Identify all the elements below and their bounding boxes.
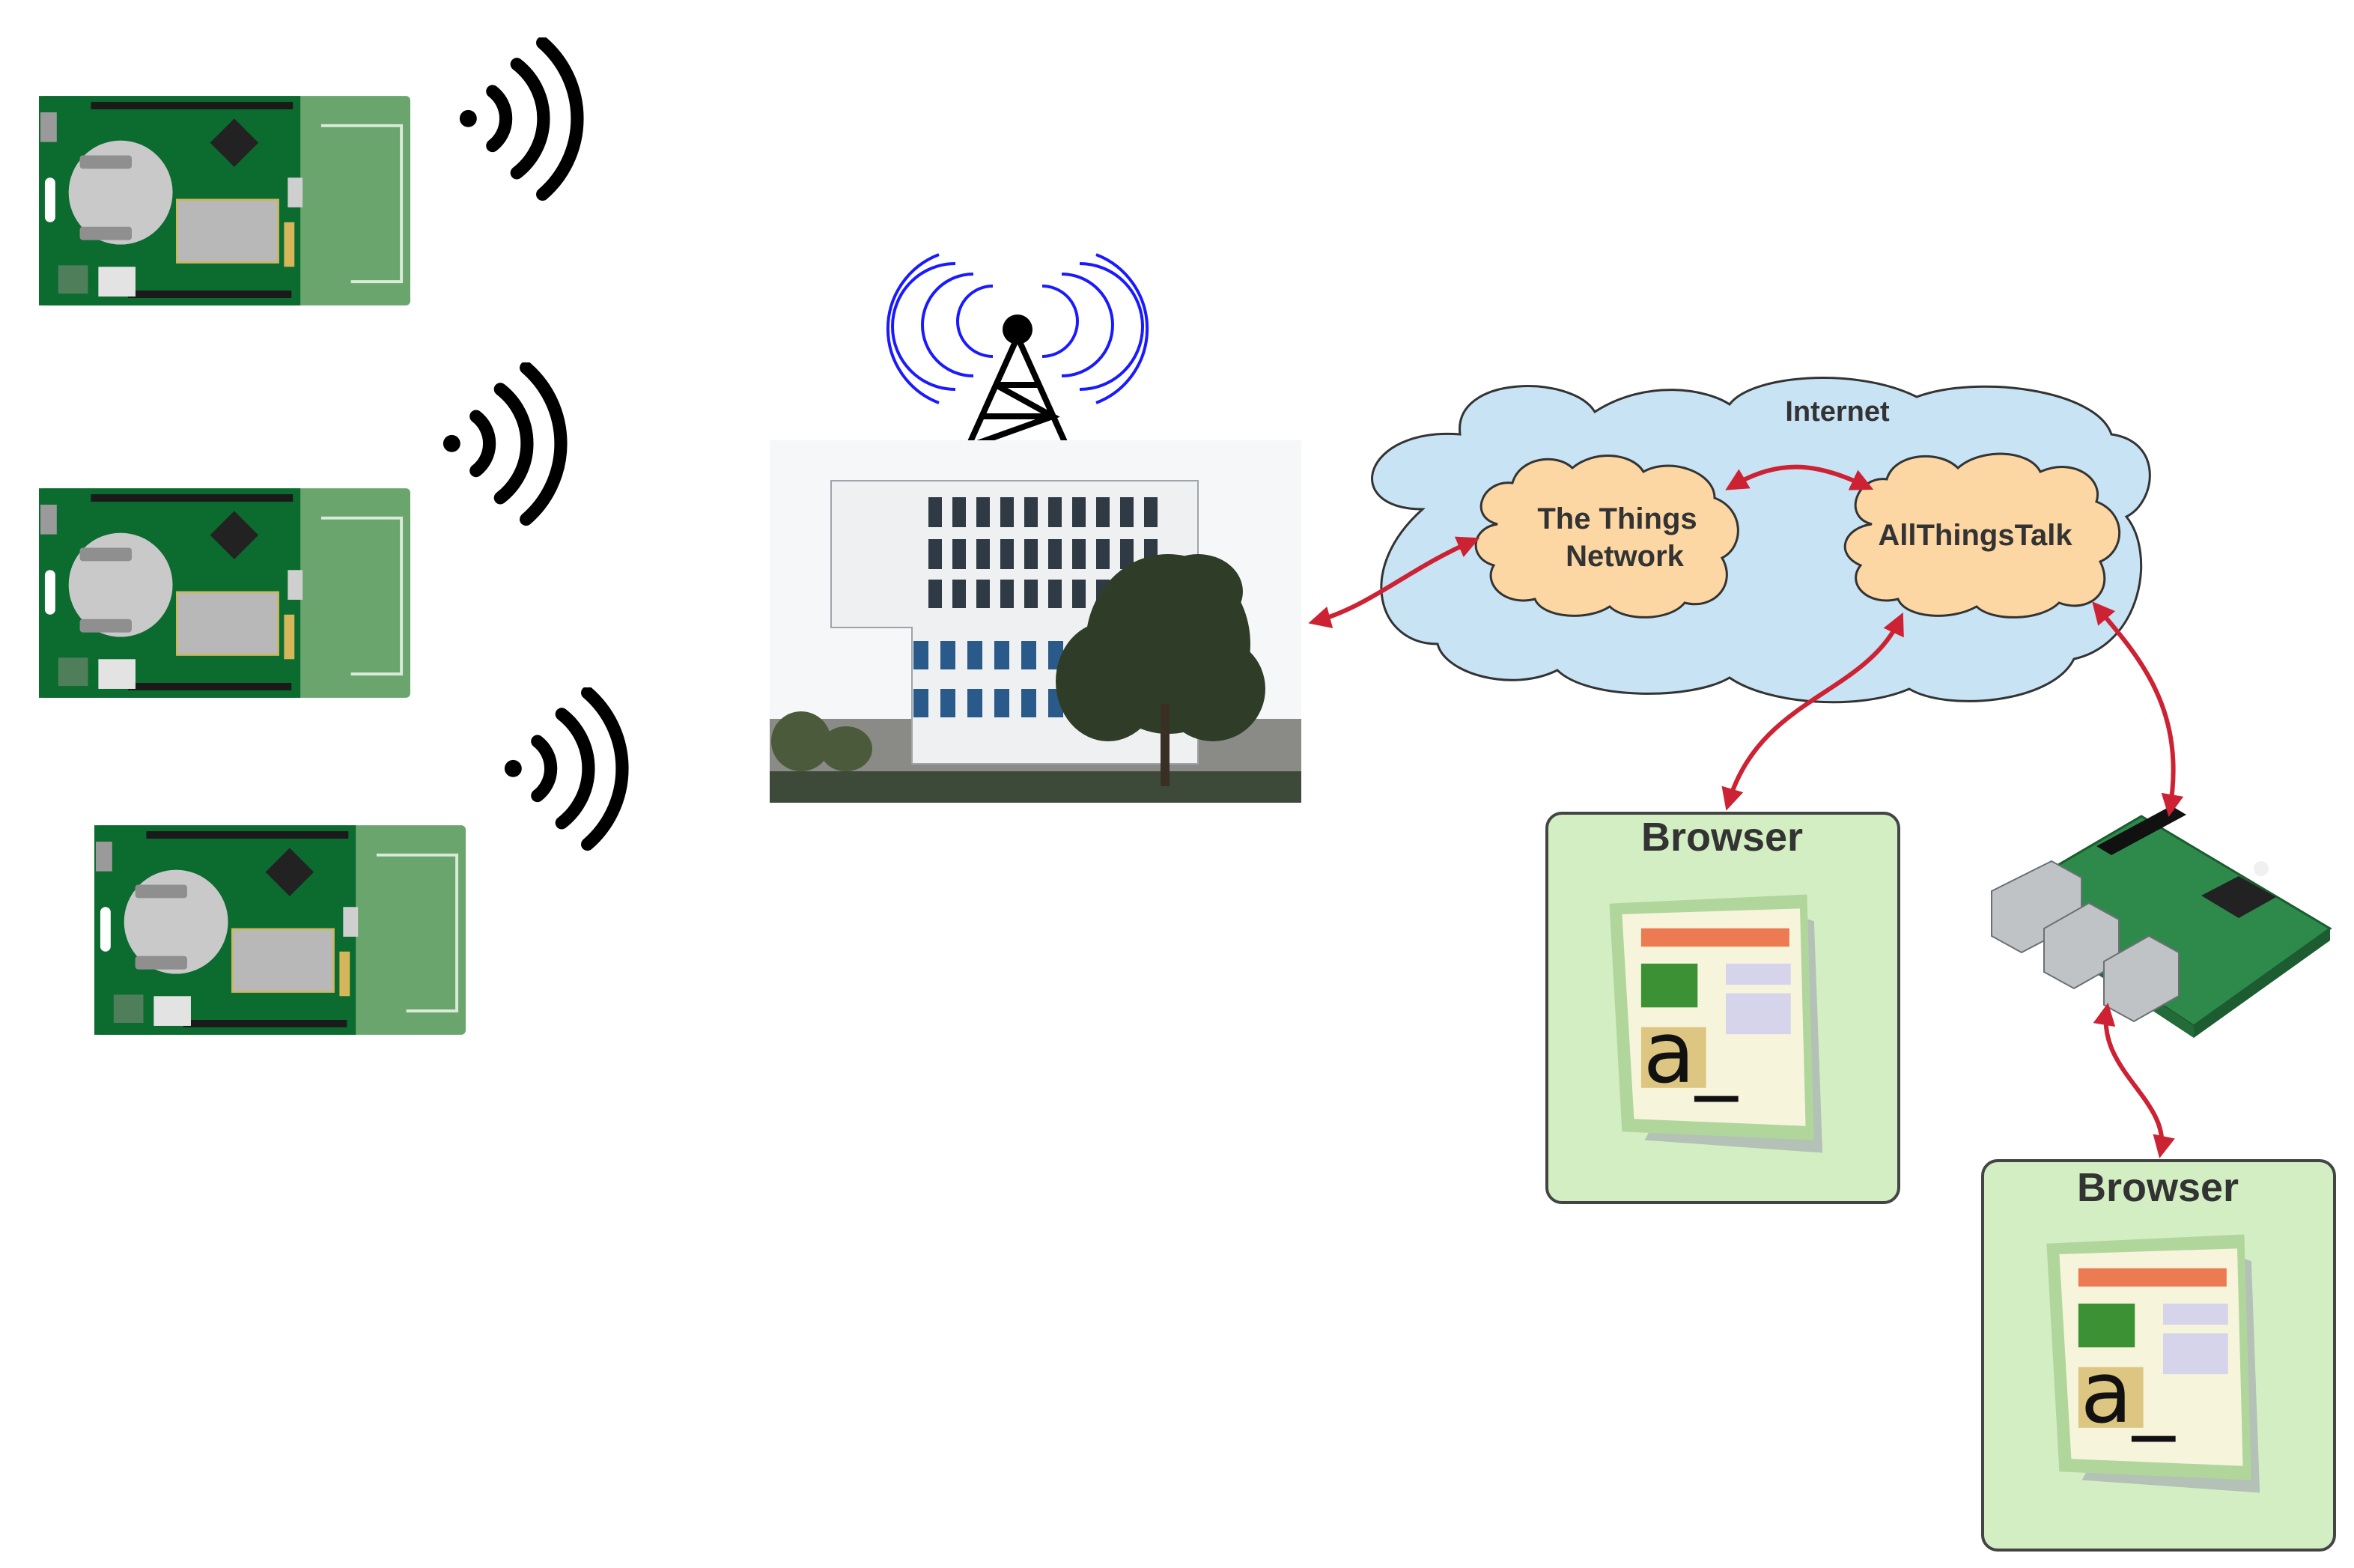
ttn-label-line2: Network	[1566, 540, 1685, 573]
allthingstalk-node[interactable]: AllThingsTalk	[1843, 452, 2121, 619]
gateway-building-image	[770, 440, 1301, 803]
radio-waves-icon-2	[443, 368, 561, 519]
raspberry-pi-image	[1991, 806, 2332, 1038]
lora-board-3	[94, 825, 466, 1035]
internet-cloud: Internet	[1371, 377, 2151, 704]
lora-board-2	[39, 488, 410, 698]
browser-1-title: Browser	[1641, 815, 1803, 860]
arrow-gateway-to-ttn	[1308, 536, 1480, 628]
browser-box-1[interactable]: Browser	[1545, 812, 1900, 1204]
lora-board-1	[39, 96, 410, 306]
arrow-ttn-to-allthingstalk	[1725, 464, 1874, 490]
browser-box-2[interactable]: Browser	[1981, 1159, 2336, 1552]
browser-window-icon	[1609, 894, 1823, 1153]
arrow-raspberry-pi-to-browser-2	[2093, 1003, 2175, 1158]
arrow-allthingstalk-to-raspberry-pi	[2092, 601, 2184, 817]
internet-label: Internet	[1785, 396, 1890, 428]
radio-waves-icon-3	[505, 693, 622, 844]
ttn-label-line1: The Things	[1537, 502, 1697, 535]
the-things-network-node[interactable]: The Things Network	[1474, 455, 1739, 619]
connections	[1308, 464, 2184, 1158]
radio-waves-icon-1	[460, 43, 577, 194]
browser-window-icon	[2046, 1234, 2260, 1493]
browser-2-title: Browser	[2077, 1165, 2239, 1210]
gateway-tower-icon	[886, 253, 1149, 473]
arrow-allthingstalk-to-browser-1	[1721, 612, 1904, 811]
allthingstalk-label: AllThingsTalk	[1878, 519, 2072, 552]
